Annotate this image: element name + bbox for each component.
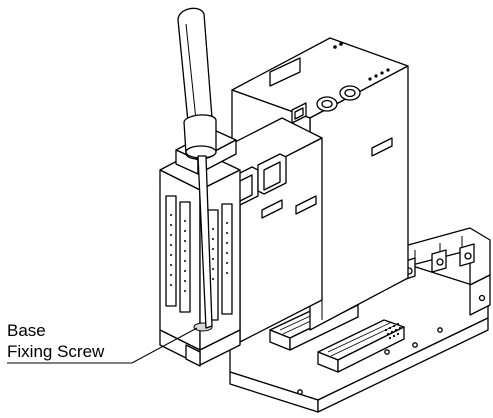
base-fixing-screw-label: Base Fixing Screw <box>7 320 104 362</box>
screwdriver-icon <box>177 7 217 329</box>
callout-line-1: Base <box>7 321 46 340</box>
terminal-dots <box>170 214 228 292</box>
rear-module <box>231 37 409 331</box>
base-hole-pattern <box>297 322 443 395</box>
callout-line-2: Fixing Screw <box>7 342 105 361</box>
callout-leader-line <box>7 327 198 364</box>
base-connector-right <box>317 319 405 373</box>
